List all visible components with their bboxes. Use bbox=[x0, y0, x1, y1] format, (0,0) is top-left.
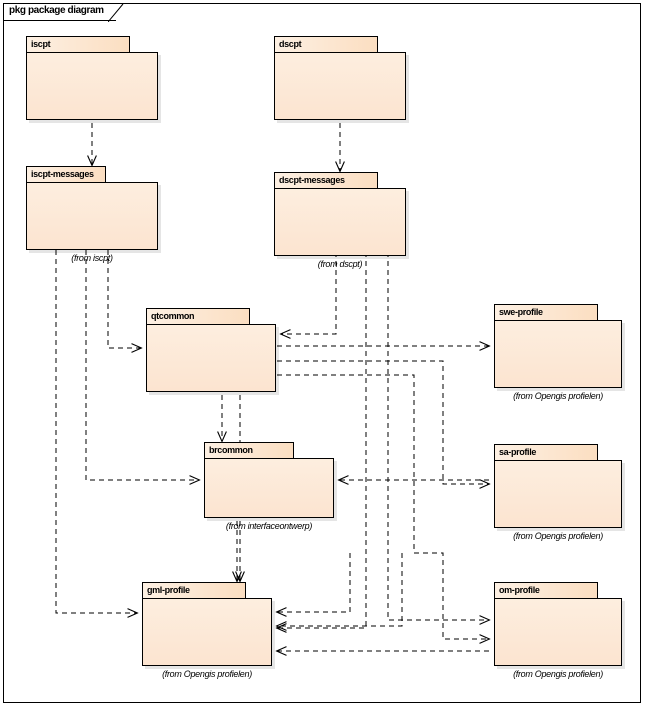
package-from-gml-profile: (from Opengis profielen) bbox=[162, 669, 252, 679]
package-dscpt-messages[interactable]: dscpt-messages (from dscpt) bbox=[274, 172, 406, 269]
package-body-iscpt-messages bbox=[26, 182, 158, 250]
package-from-om-profile: (from Opengis profielen) bbox=[513, 669, 603, 679]
diagram-frame-tab-slash bbox=[108, 3, 124, 22]
package-name-iscpt-messages: iscpt-messages bbox=[31, 169, 94, 179]
package-name-dscpt: dscpt bbox=[279, 39, 302, 49]
package-qtcommon[interactable]: qtcommon bbox=[146, 308, 276, 392]
package-header-gml-profile bbox=[142, 582, 246, 599]
package-header-sa-profile bbox=[494, 444, 598, 461]
package-body-dscpt bbox=[274, 52, 406, 120]
package-om-profile[interactable]: om-profile (from Opengis profielen) bbox=[494, 582, 622, 679]
package-iscpt[interactable]: iscpt bbox=[26, 36, 158, 120]
package-body-sa-profile bbox=[494, 460, 622, 528]
package-from-swe-profile: (from Opengis profielen) bbox=[513, 391, 603, 401]
package-body-dscpt-messages bbox=[274, 188, 406, 256]
package-header-swe-profile bbox=[494, 304, 598, 321]
package-name-swe-profile: swe-profile bbox=[499, 307, 543, 317]
package-name-sa-profile: sa-profile bbox=[499, 447, 537, 457]
package-brcommon[interactable]: brcommon (from interfaceontwerp) bbox=[204, 442, 334, 531]
package-header-om-profile bbox=[494, 582, 598, 599]
package-body-qtcommon bbox=[146, 324, 276, 392]
package-from-dscpt-messages: (from dscpt) bbox=[317, 259, 363, 269]
package-name-brcommon: brcommon bbox=[209, 445, 253, 455]
package-name-qtcommon: qtcommon bbox=[151, 311, 195, 321]
package-body-brcommon bbox=[204, 458, 334, 518]
package-dscpt[interactable]: dscpt bbox=[274, 36, 406, 120]
package-gml-profile[interactable]: gml-profile (from Opengis profielen) bbox=[142, 582, 272, 679]
package-sa-profile[interactable]: sa-profile (from Opengis profielen) bbox=[494, 444, 622, 541]
package-body-swe-profile bbox=[494, 320, 622, 388]
package-body-gml-profile bbox=[142, 598, 272, 666]
package-header-iscpt bbox=[26, 36, 130, 53]
package-swe-profile[interactable]: swe-profile (from Opengis profielen) bbox=[494, 304, 622, 401]
package-iscpt-messages[interactable]: iscpt-messages (from iscpt) bbox=[26, 166, 158, 263]
package-from-iscpt-messages: (from iscpt) bbox=[71, 253, 113, 263]
package-body-iscpt bbox=[26, 52, 158, 120]
package-name-gml-profile: gml-profile bbox=[147, 585, 190, 595]
package-from-brcommon: (from interfaceontwerp) bbox=[225, 521, 313, 531]
package-header-iscpt-messages bbox=[26, 166, 106, 183]
diagram-frame-tab bbox=[3, 3, 116, 21]
package-name-iscpt: iscpt bbox=[31, 39, 51, 49]
package-from-sa-profile: (from Opengis profielen) bbox=[513, 531, 603, 541]
package-header-dscpt bbox=[274, 36, 378, 53]
package-body-om-profile bbox=[494, 598, 622, 666]
package-name-om-profile: om-profile bbox=[499, 585, 540, 595]
diagram-title: pkg package diagram bbox=[9, 5, 104, 16]
package-header-dscpt-messages bbox=[274, 172, 378, 189]
package-name-dscpt-messages: dscpt-messages bbox=[279, 175, 345, 185]
